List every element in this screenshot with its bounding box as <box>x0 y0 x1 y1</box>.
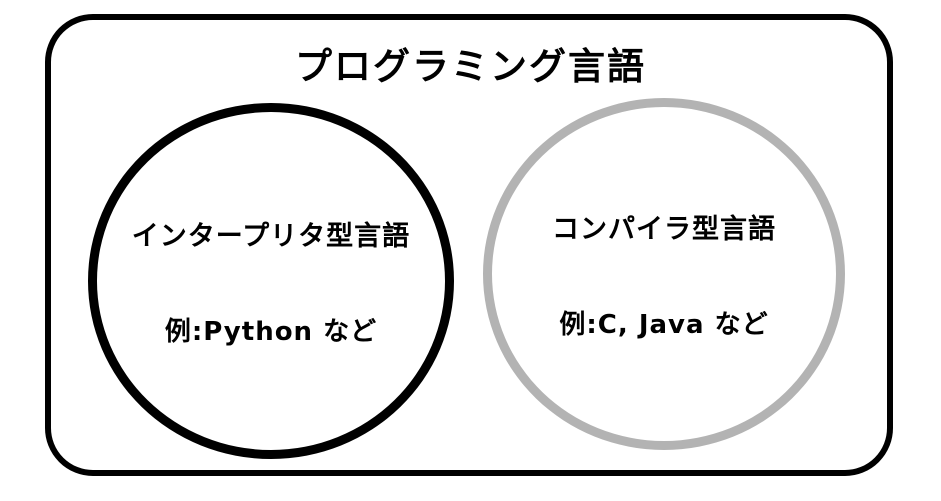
compiler-language-circle: コンパイラ型言語 例:C, Java など <box>483 98 845 450</box>
diagram-title: プログラミング言語 <box>295 45 646 88</box>
compiler-language-example: 例:C, Java など <box>559 310 769 340</box>
compiler-language-label: コンパイラ型言語 <box>552 214 776 245</box>
interpreter-language-circle: インタープリタ型言語 例:Python など <box>88 103 454 459</box>
interpreter-language-label: インタープリタ型言語 <box>131 221 411 252</box>
interpreter-language-example: 例:Python など <box>164 317 378 347</box>
